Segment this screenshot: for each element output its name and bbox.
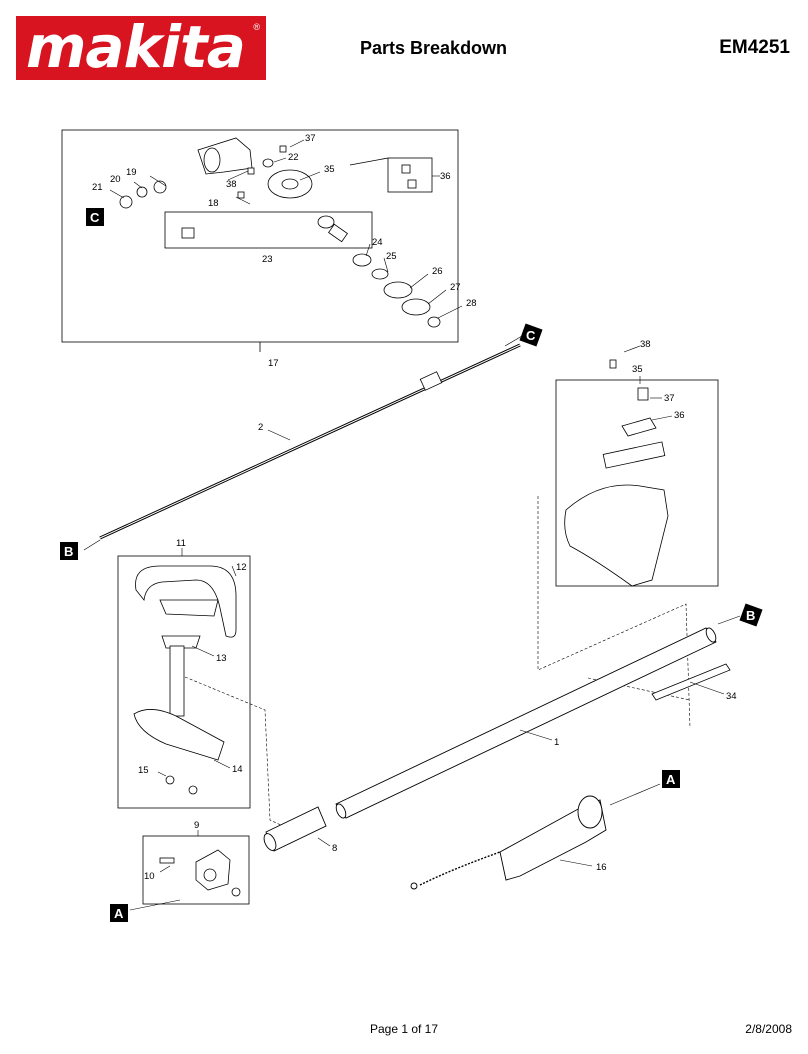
part-label-15: 15	[138, 765, 149, 776]
loop-handle	[135, 565, 237, 638]
part-label-8: 8	[332, 843, 337, 854]
marker-a-left: A	[110, 904, 128, 922]
throttle-housing	[410, 795, 607, 890]
logo-wordmark: makita	[26, 13, 246, 81]
svg-text:C: C	[90, 210, 100, 225]
part-label-20: 20	[110, 174, 121, 185]
part-label-38: 38	[640, 339, 651, 350]
marker-c-top: C	[86, 208, 104, 226]
part-label-2: 2	[258, 422, 263, 433]
part-label-24: 24	[372, 237, 383, 248]
svg-text:C: C	[526, 328, 536, 343]
part-label-26: 26	[432, 266, 443, 277]
part-label-23: 23	[262, 254, 273, 265]
svg-text:A: A	[114, 906, 124, 921]
part-label-28: 28	[466, 298, 477, 309]
part-label-32: 38	[226, 179, 237, 190]
part-label-17: 17	[268, 358, 279, 369]
part-label-21: 21	[92, 182, 103, 193]
part-label-10: 10	[144, 871, 155, 882]
part-label-13: 13	[216, 653, 227, 664]
handle-box	[117, 555, 251, 809]
drive-shaft	[99, 343, 521, 540]
part-label-27: 27	[450, 282, 461, 293]
part-label-25: 25	[386, 251, 397, 262]
part-label-19: 19	[126, 167, 137, 178]
guard-box	[555, 379, 719, 587]
part-label-34: 34	[726, 691, 737, 702]
part-label-14: 14	[232, 764, 243, 775]
gear-head-box	[61, 129, 459, 343]
svg-text:A: A	[666, 772, 676, 787]
sub-box-23	[164, 211, 373, 249]
marker-b-left: B	[60, 542, 78, 560]
makita-logo: makita ®	[16, 16, 266, 80]
page-indicator: Page 1 of 17	[369, 1022, 439, 1036]
part-label-18: 18	[208, 198, 219, 209]
label-strip	[651, 663, 731, 701]
svg-text:B: B	[746, 608, 755, 623]
part-label-29: 35	[324, 164, 335, 175]
part-label-31: 37	[305, 133, 316, 144]
page-title: Parts Breakdown	[360, 38, 508, 58]
document-date: 2/8/2008	[745, 1022, 792, 1036]
marker-b-right: B	[739, 603, 763, 627]
part-label-37: 37	[664, 393, 675, 404]
marker-a-right: A	[662, 770, 680, 788]
main-pipe	[335, 627, 717, 819]
model-number: EM4251	[719, 37, 790, 58]
marker-c-right: C	[519, 323, 543, 347]
sub-box-30	[387, 157, 433, 193]
part-label-12: 12	[236, 562, 247, 573]
clamp-box	[142, 835, 250, 905]
grip-sleeve	[263, 806, 327, 852]
part-label-11: 11	[176, 538, 186, 549]
part-label-30: 36	[440, 171, 451, 182]
svg-text:B: B	[64, 544, 73, 559]
part-label-36: 36	[674, 410, 685, 421]
registered-mark: ®	[253, 22, 260, 32]
part-label-16: 16	[596, 862, 607, 873]
part-label-22: 22	[288, 152, 299, 163]
part-label-35: 35	[632, 364, 643, 375]
part-label-1: 1	[554, 737, 559, 748]
part-label-9: 9	[194, 820, 199, 831]
grass-guard	[564, 484, 669, 587]
